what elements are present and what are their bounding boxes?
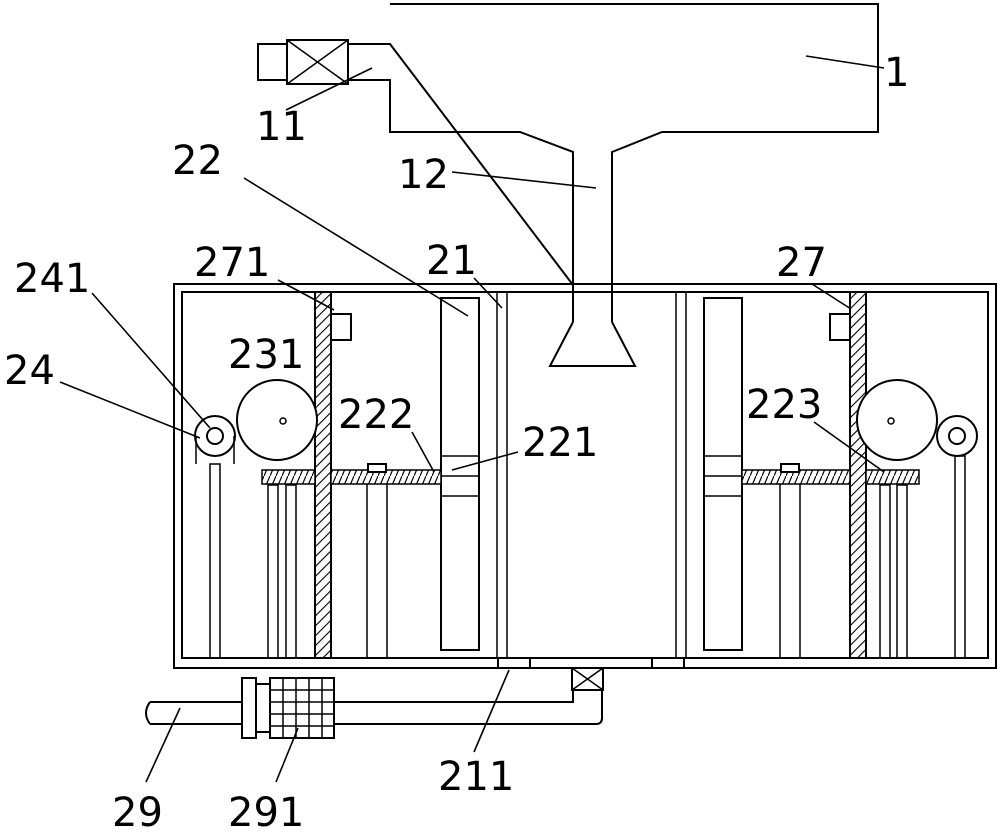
right-mechanism (703, 291, 978, 659)
downpipe (548, 285, 637, 367)
label-223: 223 (746, 382, 822, 428)
leader-lines (59, 55, 885, 783)
label-291: 291 (228, 790, 304, 836)
label-221: 221 (522, 420, 598, 466)
label-12: 12 (398, 152, 449, 198)
label-231: 231 (228, 332, 304, 378)
hopper (257, 3, 879, 288)
reference-labels: 1 11 12 22 21 271 27 241 24 231 222 221 … (4, 50, 909, 836)
left-mechanism (194, 291, 480, 659)
label-222: 222 (338, 392, 414, 438)
label-271: 271 (194, 240, 270, 286)
label-22: 22 (172, 138, 223, 184)
drain-system (145, 657, 685, 739)
label-24: 24 (4, 348, 55, 394)
label-29: 29 (112, 790, 163, 836)
label-1: 1 (884, 50, 909, 96)
label-241: 241 (14, 256, 90, 302)
label-11: 11 (256, 104, 307, 150)
label-211: 211 (438, 754, 514, 800)
label-21: 21 (426, 238, 477, 284)
label-27: 27 (776, 240, 827, 286)
